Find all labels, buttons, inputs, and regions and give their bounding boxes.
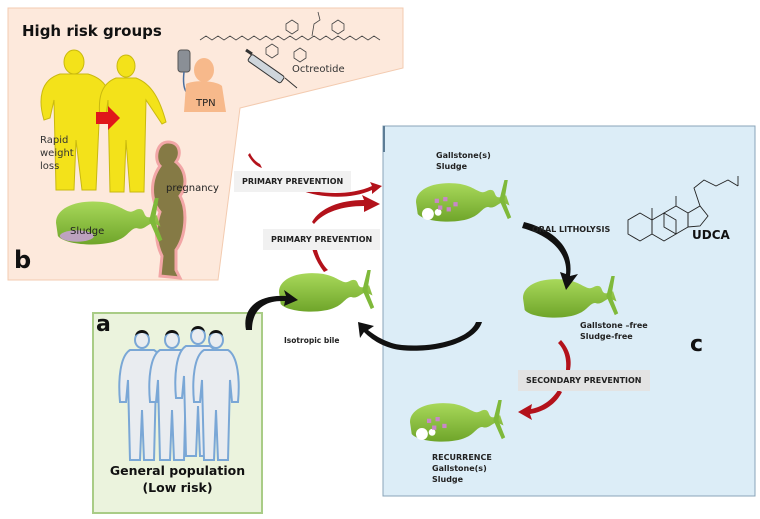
tpn-figure: [177, 49, 226, 112]
recurrence-label: RECURRENCE Gallstone(s) Sludge: [432, 453, 492, 484]
tpn-label: TPN: [196, 98, 216, 109]
panel-c-letter: c: [690, 332, 704, 357]
isotropic-bile-label: Isotropic bile: [284, 336, 340, 345]
general-population-title: General population (Low risk): [109, 463, 246, 495]
panel-b-letter: b: [14, 246, 32, 274]
primary-prevention-box-2: PRIMARY PREVENTION: [263, 229, 381, 250]
syringe-icon: [245, 48, 298, 89]
secondary-prevention-box: SECONDARY PREVENTION: [518, 370, 650, 391]
octreotide-structure: [199, 11, 381, 63]
udca-label: UDCA: [692, 228, 730, 242]
high-risk-groups-title: High risk groups: [22, 22, 162, 40]
panel-a-letter: a: [96, 312, 111, 337]
weight-loss-figures: [40, 49, 167, 193]
oral-litholysis-label: ORAL LITHOLYSIS: [532, 225, 611, 234]
gallstone-sludge-label: Gallstone(s) Sludge: [436, 151, 491, 171]
primary-prevention-arrows: [248, 153, 382, 272]
primary-prevention-box-1: PRIMARY PREVENTION: [234, 171, 352, 192]
rapid-weight-loss-label: Rapid weight loss: [40, 135, 74, 172]
octreotide-label: Octreotide: [292, 64, 345, 75]
gallstone-free-label: Gallstone –free Sludge-free: [580, 321, 648, 341]
secondary-prevention-arrow: [518, 340, 571, 420]
pregnancy-figure: [151, 140, 187, 280]
udca-structure: [627, 176, 739, 242]
isotropic-bile-gallbladder: [279, 270, 375, 312]
weight-loss-arrow: [96, 106, 120, 130]
general-population-figures: [118, 326, 240, 461]
sludge-gallbladder: [56, 198, 163, 245]
gallstone-gallbladder: [416, 180, 512, 222]
recurrence-gallbladder: [410, 400, 506, 442]
cycle-arrows: [245, 222, 578, 351]
pregnancy-label: pregnancy: [166, 183, 219, 194]
sludge-label: Sludge: [70, 226, 105, 237]
